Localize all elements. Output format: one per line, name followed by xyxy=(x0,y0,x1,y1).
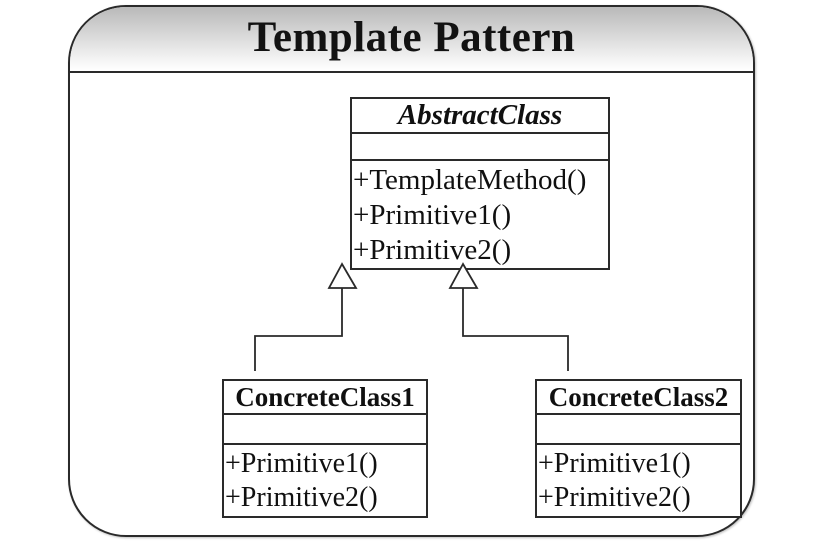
method-primitive1: +Primitive1() xyxy=(353,199,512,231)
method-primitive2: +Primitive2() xyxy=(353,234,512,266)
method-primitive1: +Primitive1() xyxy=(538,448,691,479)
method-primitive2: +Primitive2() xyxy=(225,482,378,513)
methods-compartment-concreteclass1: +Primitive1() +Primitive2() xyxy=(224,445,426,516)
attributes-compartment-abstractclass xyxy=(352,134,608,161)
method-primitive2: +Primitive2() xyxy=(538,482,691,513)
pattern-panel: Template Pattern AbstractClass +Template… xyxy=(68,5,755,537)
attributes-compartment-concreteclass1 xyxy=(224,415,426,445)
attributes-compartment-concreteclass2 xyxy=(537,415,740,445)
class-box-concreteclass1: ConcreteClass1 +Primitive1() +Primitive2… xyxy=(222,379,428,518)
class-name-concreteclass1: ConcreteClass1 xyxy=(224,381,426,415)
method-primitive1: +Primitive1() xyxy=(225,448,378,479)
class-box-abstractclass: AbstractClass +TemplateMethod() +Primiti… xyxy=(350,97,610,270)
method-template-method: +TemplateMethod() xyxy=(353,164,587,196)
class-name-abstractclass: AbstractClass xyxy=(352,99,608,135)
class-name-concreteclass2: ConcreteClass2 xyxy=(537,381,740,415)
diagram-title: Template Pattern xyxy=(247,13,576,61)
methods-compartment-concreteclass2: +Primitive1() +Primitive2() xyxy=(537,445,740,516)
methods-compartment-abstractclass: +TemplateMethod() +Primitive1() +Primiti… xyxy=(352,161,608,268)
class-box-concreteclass2: ConcreteClass2 +Primitive1() +Primitive2… xyxy=(535,379,742,518)
pattern-panel-titlebar: Template Pattern xyxy=(70,7,753,73)
